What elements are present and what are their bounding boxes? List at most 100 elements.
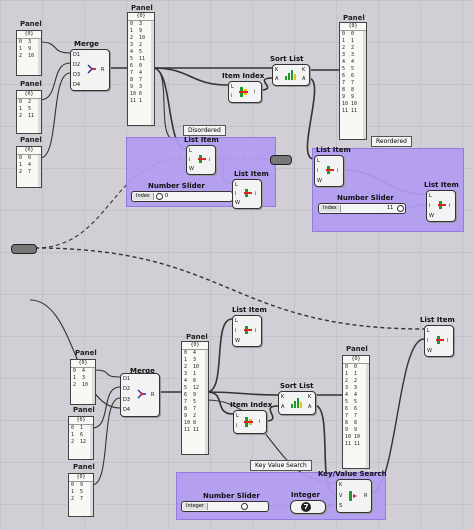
merge-component[interactable]: D1 D2 D3 D4 R <box>70 49 110 91</box>
kv-search-input-k[interactable]: K <box>339 482 343 488</box>
list-item-input-l[interactable]: L <box>189 148 192 154</box>
merge-input-d3[interactable]: D3 <box>123 397 131 403</box>
list-item-input-l[interactable]: L <box>317 158 320 164</box>
slider-knob[interactable] <box>156 193 163 200</box>
wire[interactable] <box>39 62 71 101</box>
sort-list-input-a[interactable]: A <box>281 404 285 410</box>
list-item-disordered-2[interactable]: L i W i <box>232 179 262 209</box>
slider-knob[interactable] <box>397 205 404 212</box>
kv-search-input-v[interactable]: V <box>339 493 343 499</box>
list-item-disordered-1[interactable]: L i W i <box>186 145 216 175</box>
kv-search-component[interactable]: K V S R <box>336 479 372 513</box>
list-item-output-i[interactable]: i <box>209 157 211 163</box>
integer-param[interactable]: 7 <box>290 500 326 514</box>
wire[interactable] <box>264 405 279 422</box>
list-item-input-i[interactable]: i <box>235 328 237 334</box>
merge-input-d4[interactable]: D4 <box>73 82 81 88</box>
wire-relay[interactable] <box>11 244 37 254</box>
merge-input-d4[interactable]: D4 <box>123 407 131 413</box>
list-item-output-i[interactable]: i <box>255 191 257 197</box>
wire-relay[interactable] <box>270 155 292 165</box>
list-item-output-i[interactable]: i <box>447 338 449 344</box>
merge-input-d3[interactable]: D3 <box>73 72 81 78</box>
list-item-input-l[interactable]: L <box>235 318 238 324</box>
sort-list-input-k[interactable]: K <box>275 67 279 73</box>
sort-list-input-k[interactable]: K <box>281 394 285 400</box>
list-item-lower-top[interactable]: L i W i <box>232 315 262 347</box>
sort-list-output-k[interactable]: K <box>302 67 306 73</box>
list-item-input-i[interactable]: i <box>429 203 431 209</box>
sort-list-component[interactable]: K A K A <box>278 391 316 415</box>
sort-list-output-k[interactable]: K <box>308 394 312 400</box>
wire[interactable] <box>206 318 233 393</box>
list-item-input-i[interactable]: i <box>189 157 191 163</box>
panel-scrollbar[interactable] <box>38 99 41 133</box>
number-slider-disordered[interactable]: Index 0 <box>131 191 233 202</box>
panel-scrollbar[interactable] <box>90 482 93 516</box>
list-item-output-i[interactable]: i <box>255 328 257 334</box>
panel-scrollbar[interactable] <box>90 425 93 459</box>
slider-knob[interactable] <box>240 503 248 510</box>
wire[interactable] <box>29 299 121 409</box>
list-item-input-w[interactable]: W <box>427 348 432 354</box>
number-slider-reordered[interactable]: Index 11 <box>318 203 406 214</box>
panel-scrollbar[interactable] <box>38 39 41 75</box>
kv-search-input-s[interactable]: S <box>339 503 343 509</box>
panel-scrollbar[interactable] <box>205 350 208 454</box>
item-index-input-l[interactable]: L <box>231 84 234 90</box>
sort-list-output-a[interactable]: A <box>308 404 312 410</box>
sort-list-input-a[interactable]: A <box>275 76 279 82</box>
panel-scrollbar[interactable] <box>366 364 369 468</box>
list-item-input-w[interactable]: W <box>235 338 240 344</box>
wire[interactable] <box>152 67 176 141</box>
merge-input-d1[interactable]: D1 <box>123 376 131 382</box>
list-item-input-l[interactable]: L <box>427 328 430 334</box>
panel-scrollbar[interactable] <box>363 31 366 139</box>
sort-list-component[interactable]: K A K A <box>272 64 310 86</box>
item-index-input-i[interactable]: i <box>231 93 233 99</box>
merge-output-r[interactable]: R <box>101 67 105 73</box>
list-item-reordered-1[interactable]: L i W i <box>314 155 344 187</box>
merge-input-d1[interactable]: D1 <box>73 52 81 58</box>
merge-output-r[interactable]: R <box>151 392 155 398</box>
wire[interactable] <box>306 77 316 160</box>
merge-component[interactable]: D1 D2 D3 D4 R <box>120 373 160 417</box>
panel-scrollbar[interactable] <box>92 368 95 404</box>
panel-scrollbar[interactable] <box>38 155 41 187</box>
list-item-input-i[interactable]: i <box>235 191 237 197</box>
wire[interactable] <box>39 41 71 54</box>
list-item-input-w[interactable]: W <box>317 178 322 184</box>
item-index-output-i[interactable]: i <box>254 89 256 95</box>
panel-scrollbar[interactable] <box>151 21 154 125</box>
wire[interactable] <box>91 397 121 486</box>
wire[interactable] <box>91 386 121 429</box>
list-item-input-l[interactable]: L <box>429 193 432 199</box>
sort-list-output-a[interactable]: A <box>302 76 306 82</box>
list-item-input-i[interactable]: i <box>427 338 429 344</box>
list-item-input-l[interactable]: L <box>235 182 238 188</box>
merge-input-d2[interactable]: D2 <box>73 62 81 68</box>
list-item-input-w[interactable]: W <box>235 200 240 206</box>
wire[interactable] <box>39 72 71 159</box>
list-item-input-i[interactable]: i <box>317 168 319 174</box>
merge-input-d2[interactable]: D2 <box>123 386 131 392</box>
list-item-output-i[interactable]: i <box>449 203 451 209</box>
item-index-input-l[interactable]: L <box>236 413 239 419</box>
wire[interactable] <box>34 247 425 330</box>
list-item-reordered-2[interactable]: L i W i <box>426 190 456 222</box>
list-item-lower-right[interactable]: L i W i <box>424 325 454 357</box>
list-item-output-i[interactable]: i <box>337 168 339 174</box>
number-slider-integer[interactable]: Integer <box>181 501 269 512</box>
list-item-input-w[interactable]: W <box>189 166 194 172</box>
item-index-output-i[interactable]: i <box>259 419 261 425</box>
